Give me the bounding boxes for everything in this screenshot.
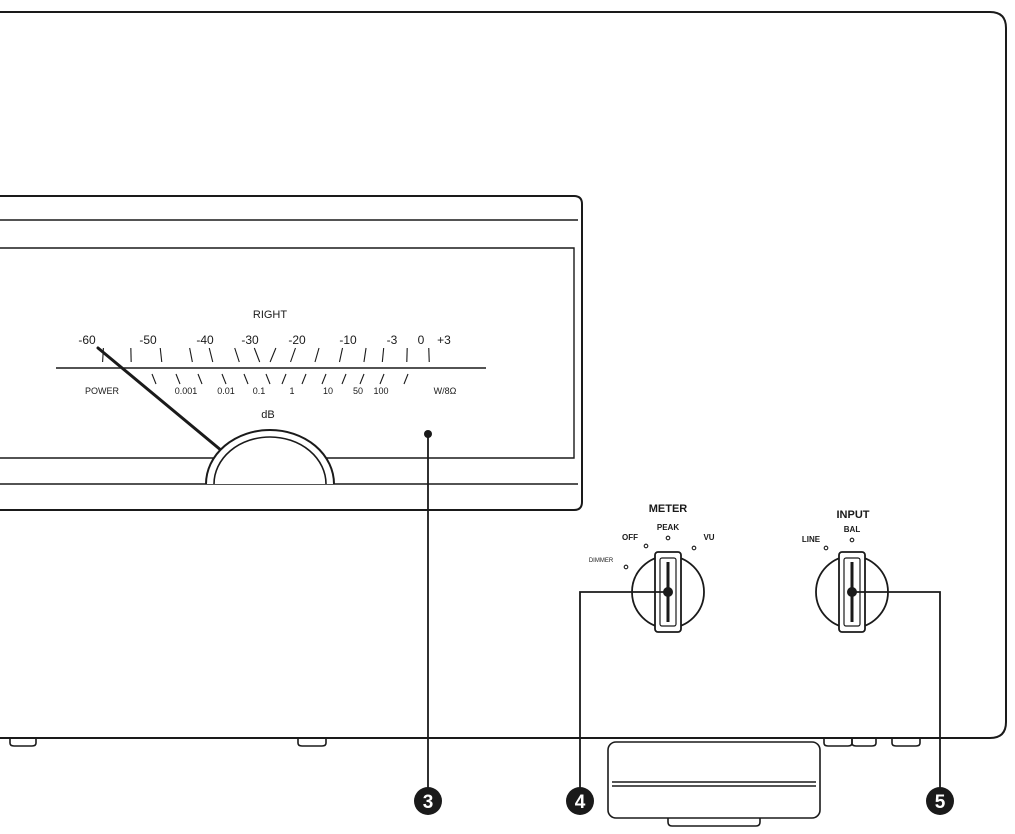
meter-knob[interactable] xyxy=(631,551,705,633)
db-scale-labels: -60 -50 -40 -30 -20 -10 -3 0 +3 xyxy=(78,333,451,347)
input-knob-title: INPUT xyxy=(837,509,870,521)
power-tick xyxy=(151,373,157,385)
power-tick xyxy=(321,373,327,385)
db-scale-ticks xyxy=(102,347,430,363)
meter-position-dimmer: DIMMER xyxy=(589,558,614,564)
db-label: -30 xyxy=(241,333,259,347)
power-tick xyxy=(243,373,249,385)
power-scale-label: 10 xyxy=(323,386,333,396)
chassis-outline xyxy=(0,11,1007,739)
db-tick xyxy=(234,347,240,363)
db-tick xyxy=(189,347,193,363)
db-tick xyxy=(159,347,163,363)
db-tick xyxy=(290,347,296,363)
db-tick xyxy=(269,347,277,363)
power-scale-label: 50 xyxy=(353,386,363,396)
power-scale-label: 100 xyxy=(373,386,388,396)
center-stand xyxy=(607,741,821,827)
power-tick xyxy=(175,373,181,385)
power-scale-label: 0.01 xyxy=(217,386,235,396)
db-label: -3 xyxy=(387,333,398,347)
power-tick xyxy=(341,373,347,385)
power-label: POWER xyxy=(85,386,120,396)
db-tick xyxy=(253,347,261,363)
input-position-dots xyxy=(823,537,855,551)
db-label: -50 xyxy=(139,333,157,347)
power-scale-label: 0.001 xyxy=(175,386,198,396)
input-position-line: LINE xyxy=(802,535,821,544)
power-tick xyxy=(265,373,271,385)
power-tick xyxy=(281,373,287,385)
db-label: -60 xyxy=(78,333,96,347)
meter-position-peak: PEAK xyxy=(657,523,679,532)
db-tick xyxy=(102,347,104,363)
power-tick xyxy=(197,373,203,385)
db-label: -10 xyxy=(339,333,357,347)
callout-number-4: 4 xyxy=(575,792,586,813)
db-tick xyxy=(314,347,320,363)
db-tick xyxy=(338,347,344,363)
db-label: 0 xyxy=(418,333,425,347)
needle-pivot-cover xyxy=(205,429,335,485)
power-unit-label: W/8Ω xyxy=(434,386,457,396)
meter-needle xyxy=(96,346,224,453)
power-tick xyxy=(359,373,365,385)
db-tick xyxy=(363,347,367,363)
chassis-feet xyxy=(9,738,921,747)
meter-knob-title: METER xyxy=(649,503,688,515)
callout-number-5: 5 xyxy=(935,792,946,813)
power-tick xyxy=(221,373,227,385)
db-label: +3 xyxy=(437,333,451,347)
meter-scale: RIGHT -60 -50 -40 -30 -20 -10 -3 0 +3 PO… xyxy=(56,309,486,421)
callout-number-3: 3 xyxy=(423,792,434,813)
meter-position-dots xyxy=(623,535,697,570)
db-tick xyxy=(208,347,214,363)
power-scale-label: 0.1 xyxy=(253,386,266,396)
power-scale-ticks xyxy=(151,373,409,385)
meter-selector: METER DIMMER OFF PEAK VU xyxy=(589,503,715,633)
power-scale-labels: 0.001 0.01 0.1 1 10 50 100 xyxy=(175,386,389,396)
power-tick xyxy=(403,373,409,385)
db-tick xyxy=(381,347,385,363)
callout-badge-5: 5 xyxy=(926,787,954,815)
callout-badge-3: 3 xyxy=(414,787,442,815)
meter-position-off: OFF xyxy=(622,533,638,542)
db-label: -20 xyxy=(288,333,306,347)
meter-unit-label: dB xyxy=(261,409,274,421)
power-tick xyxy=(379,373,385,385)
meter-position-vu: VU xyxy=(703,533,714,542)
callout-badge-4: 4 xyxy=(566,787,594,815)
db-label: -40 xyxy=(196,333,214,347)
power-tick xyxy=(301,373,307,385)
input-selector: INPUT LINE BAL xyxy=(802,509,889,633)
callout-leader-5 xyxy=(852,591,941,788)
callout-leader-4 xyxy=(579,591,668,788)
input-position-bal: BAL xyxy=(844,525,861,534)
meter-channel-label: RIGHT xyxy=(253,309,288,321)
power-scale-label: 1 xyxy=(289,386,294,396)
